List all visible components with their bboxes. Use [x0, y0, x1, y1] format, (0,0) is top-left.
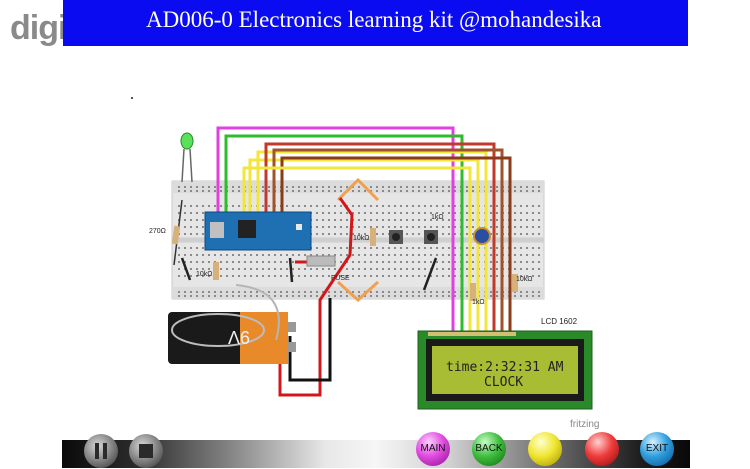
lcd-text-line2: CLOCK: [484, 375, 523, 390]
label-10k-right: 10kΩ: [516, 276, 533, 283]
red-button[interactable]: [585, 432, 619, 466]
label-battery-9v: 9V: [228, 327, 251, 347]
label-1k-a: 1kΩ: [431, 214, 444, 221]
led-green: [180, 132, 194, 183]
back-button[interactable]: BACK: [472, 432, 506, 466]
label-fuse: FUSE: [331, 275, 350, 282]
main-button[interactable]: MAIN: [416, 432, 450, 466]
fuse: [306, 255, 336, 267]
page-title: AD006-0 Electronics learning kit @mohand…: [146, 7, 602, 32]
wire-bundle: [216, 126, 512, 332]
label-10k-mid: 10kΩ: [353, 235, 370, 242]
logo-text-digi: digi: [10, 9, 67, 47]
fritzing-credit: fritzing: [570, 419, 600, 430]
label-1k-b: 1kΩ: [472, 299, 485, 306]
lcd-text-line1: time:2:32:31 AM: [446, 360, 564, 375]
label-lcd-1602: LCD 1602: [541, 317, 578, 326]
exit-button-label: EXIT: [645, 443, 669, 454]
label-270-ohm: 270Ω: [149, 228, 166, 235]
pause-button[interactable]: [84, 434, 118, 468]
main-button-label: MAIN: [420, 443, 446, 454]
back-button-label: BACK: [475, 443, 503, 454]
yellow-button[interactable]: [528, 432, 562, 466]
stop-button[interactable]: [129, 434, 163, 468]
label-10k-left: 10kΩ: [196, 271, 213, 278]
title-banner: AD006-0 Electronics learning kit @mohand…: [63, 0, 688, 46]
battery-9v: [168, 312, 296, 364]
stray-dot: [131, 97, 133, 99]
exit-button[interactable]: EXIT: [640, 432, 674, 466]
potentiometer: [473, 227, 491, 245]
lcd-1602: [417, 330, 593, 410]
